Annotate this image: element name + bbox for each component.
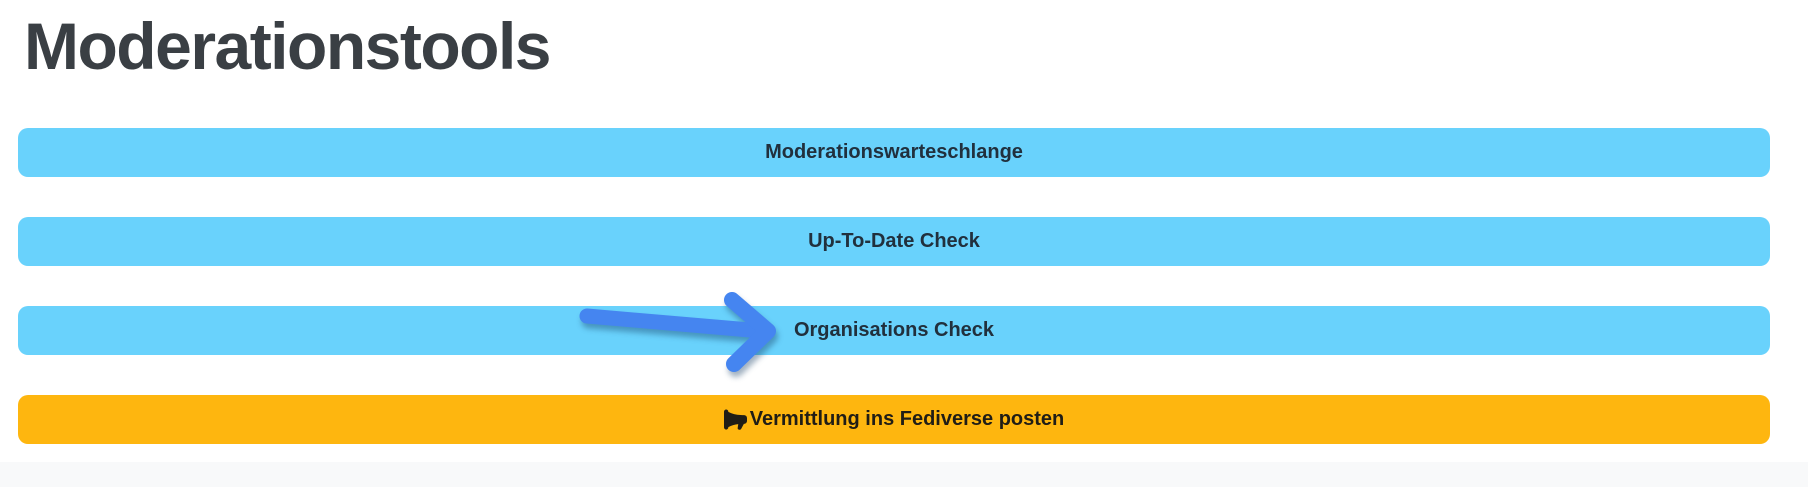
moderation-queue-button[interactable]: Moderationswarteschlange [18, 128, 1770, 177]
megaphone-icon [723, 409, 747, 430]
post-to-fediverse-button[interactable]: Vermittlung ins Fediverse posten [18, 395, 1770, 444]
moderation-queue-button-label: Moderationswarteschlange [765, 141, 1023, 163]
footer-strip [0, 462, 1808, 487]
post-to-fediverse-button-label: Vermittlung ins Fediverse posten [749, 408, 1065, 430]
up-to-date-check-button[interactable]: Up-To-Date Check [18, 217, 1770, 266]
organisations-check-button[interactable]: Organisations Check [18, 306, 1770, 355]
page-title: Moderationstools [24, 9, 552, 83]
organisations-check-button-label: Organisations Check [793, 319, 995, 341]
up-to-date-check-button-label: Up-To-Date Check [808, 230, 980, 252]
